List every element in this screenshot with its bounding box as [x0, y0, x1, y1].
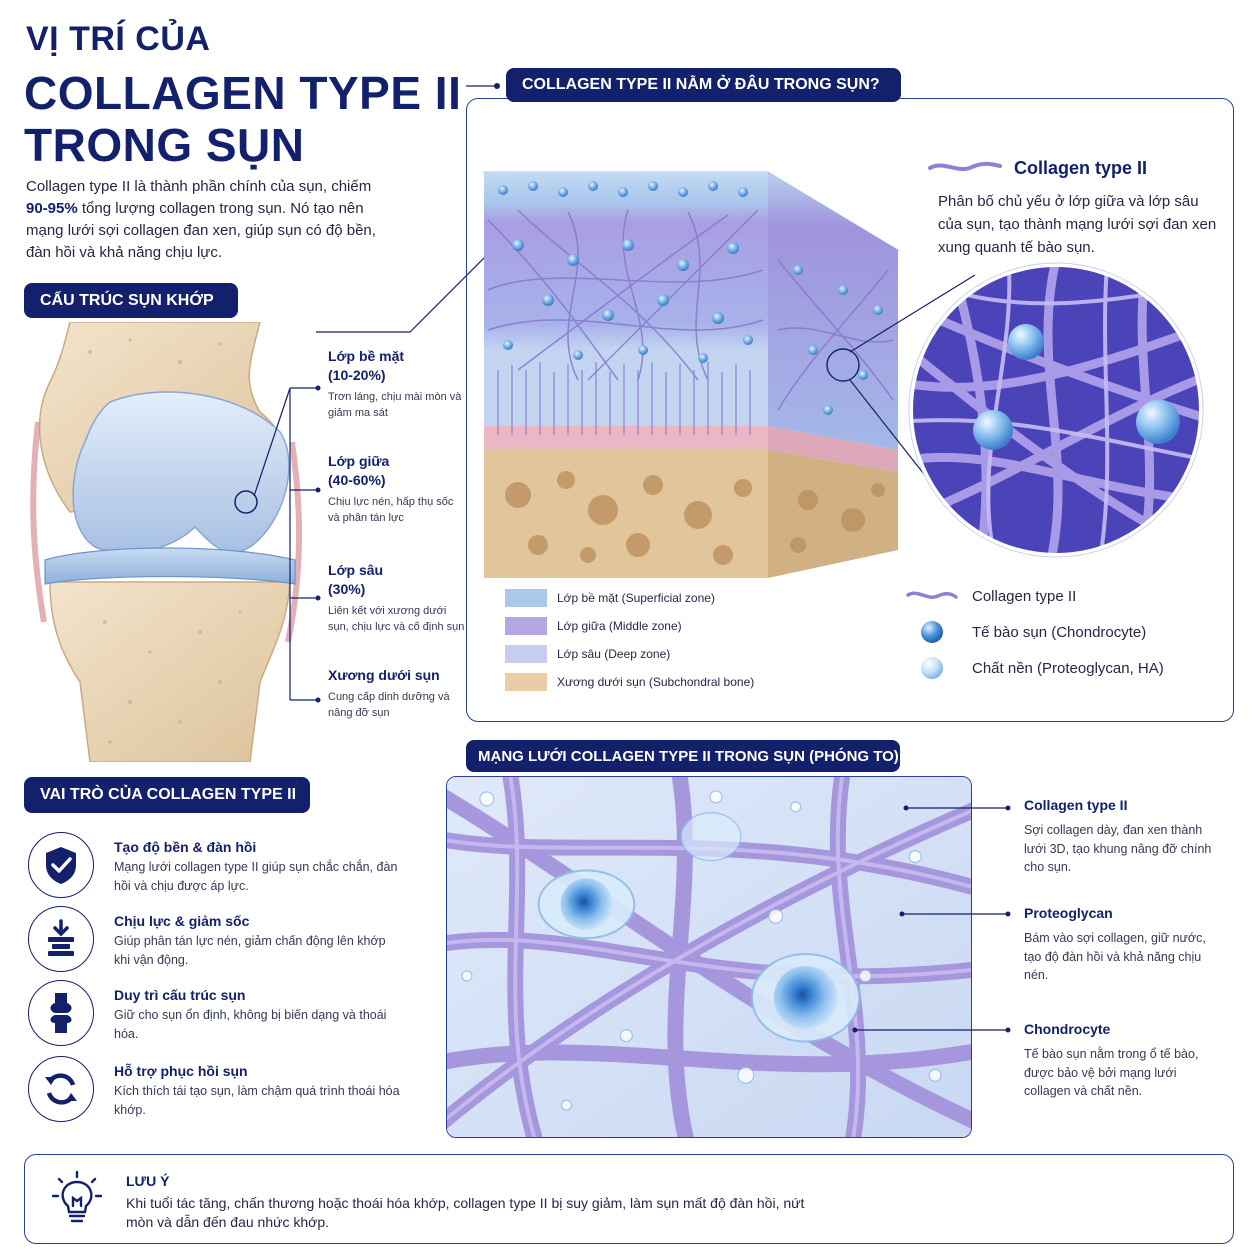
cartilage-block-illustration [482, 152, 900, 578]
layer-deep-title: Lớp sâu [328, 562, 384, 578]
role-title: Hỗ trợ phục hồi sụn [114, 1063, 248, 1079]
note-box [24, 1154, 1234, 1244]
zone-legend-item: Lớp giữa (Middle zone) [505, 612, 754, 640]
zone-swatch-middle [505, 617, 547, 635]
layer-middle: Lớp giữa (40-60%) Chịu lực nén, hấp thụ … [328, 452, 468, 526]
zone-label-deep: Lớp sâu (Deep zone) [557, 647, 671, 661]
layer-superficial: Lớp bề mặt (10-20%) Trơn láng, chịu mài … [328, 347, 468, 421]
roles-heading: VAI TRÒ CỦA COLLAGEN TYPE II [24, 777, 310, 813]
role-desc: Kích thích tái tạo sụn, làm chậm quá trì… [114, 1084, 400, 1117]
component-label-matrix: Chất nền (Proteoglycan, HA) [972, 659, 1164, 677]
note-text: Khi tuổi tác tăng, chấn thương hoặc thoá… [126, 1195, 805, 1230]
knee-illustration [30, 322, 303, 762]
layer-superficial-percent: (10-20%) [328, 367, 386, 383]
title-line-3: TRONG SỤN [24, 119, 305, 171]
network-label-chondrocyte: Chondrocyte Tế bào sụn nằm trong ổ tế bà… [1024, 1020, 1224, 1101]
intro-bold: 90-95% [26, 200, 78, 217]
role-desc: Mạng lưới collagen type II giúp sụn chắc… [114, 860, 398, 893]
layer-superficial-title: Lớp bề mặt [328, 348, 405, 364]
component-label-collagen: Collagen type II [972, 587, 1077, 605]
intro-part-1: Collagen type II là thành phần chính của… [26, 178, 372, 195]
network-label-title: Chondrocyte [1024, 1021, 1111, 1037]
zone-label-bone: Xương dưới sụn (Subchondral bone) [557, 675, 755, 689]
role-item: Duy trì cấu trúc sụn Giữ cho sụn ổn định… [28, 980, 404, 1046]
zone-swatch-bone [505, 673, 547, 691]
zone-label-superficial: Lớp bề mặt (Superficial zone) [557, 591, 715, 605]
chondrocyte-icon [921, 621, 943, 643]
fiber-icon [906, 591, 958, 599]
zone-legend-item: Xương dưới sụn (Subchondral bone) [505, 668, 754, 696]
component-label-chondrocyte: Tế bào sụn (Chondrocyte) [972, 623, 1147, 641]
role-desc: Giữ cho sụn ổn định, không bị biến dạng … [114, 1008, 387, 1041]
zone-swatch-superficial [505, 589, 547, 607]
location-heading: COLLAGEN TYPE II NẰM Ở ĐÂU TRONG SỤN? [506, 68, 901, 102]
intro-text: Collagen type II là thành phần chính của… [26, 176, 396, 264]
network-label-desc: Bám vào sợi collagen, giữ nước, tạo độ đ… [1024, 931, 1206, 982]
structure-heading: CẤU TRÚC SỤN KHỚP [24, 283, 238, 318]
layer-deep: Lớp sâu (30%) Liên kết với xương dưới sụ… [328, 561, 468, 635]
zone-legend-item: Lớp sâu (Deep zone) [505, 640, 754, 668]
component-legend: Collagen type II Tế bào sụn (Chondrocyte… [906, 578, 1164, 686]
compression-icon [28, 906, 94, 972]
intro-part-2: tổng lượng collagen trong sụn. Nó tạo nê… [26, 200, 376, 261]
component-legend-item: Chất nền (Proteoglycan, HA) [906, 650, 1164, 686]
fiber-icon [928, 161, 1002, 171]
role-item: Hỗ trợ phục hồi sụn Kích thích tái tạo s… [28, 1056, 404, 1122]
joint-icon [28, 980, 94, 1046]
network-label-collagen: Collagen type II Sợi collagen dày, đan x… [1024, 796, 1224, 877]
lightbulb-icon [51, 1170, 103, 1223]
zone-legend-item: Lớp bề mặt (Superficial zone) [505, 584, 754, 612]
callout-title: Collagen type II [1014, 158, 1148, 178]
role-item: Chịu lực & giảm sốc Giúp phân tán lực né… [28, 906, 404, 972]
layer-deep-percent: (30%) [328, 581, 366, 597]
network-label-title: Collagen type II [1024, 797, 1128, 813]
network-label-proteoglycan: Proteoglycan Bám vào sợi collagen, giữ n… [1024, 904, 1224, 985]
zone-swatch-deep [505, 645, 547, 663]
role-title: Duy trì cấu trúc sụn [114, 987, 246, 1003]
component-legend-item: Collagen type II [906, 578, 1164, 614]
network-label-title: Proteoglycan [1024, 905, 1113, 921]
shield-check-icon [28, 832, 94, 898]
zone-legend: Lớp bề mặt (Superficial zone) Lớp giữa (… [505, 584, 754, 696]
role-desc: Giúp phân tán lực nén, giảm chấn động lê… [114, 934, 386, 967]
network-label-desc: Tế bào sụn nằm trong ổ tế bào, được bảo … [1024, 1047, 1199, 1098]
role-title: Chịu lực & giảm sốc [114, 913, 250, 929]
collagen-network-illustration [446, 776, 972, 1138]
refresh-icon [28, 1056, 94, 1122]
layer-superficial-desc: Trơn láng, chịu mài mòn và giảm ma sát [328, 391, 462, 419]
role-title: Tạo độ bền & đàn hồi [114, 839, 257, 855]
zone-label-middle: Lớp giữa (Middle zone) [557, 619, 682, 633]
layer-subchondral-title: Xương dưới sụn [328, 667, 440, 683]
network-heading: MẠNG LƯỚI COLLAGEN TYPE II TRONG SỤN (PH… [466, 740, 900, 772]
layer-subchondral: Xương dưới sụn Cung cấp dinh dưỡng và nâ… [328, 666, 468, 721]
note-title: LƯU Ý [126, 1173, 170, 1189]
layer-middle-percent: (40-60%) [328, 472, 386, 488]
layer-subchondral-desc: Cung cấp dinh dưỡng và nâng đỡ sụn [328, 691, 450, 719]
layer-middle-desc: Chịu lực nén, hấp thụ sốc và phân tán lự… [328, 496, 454, 524]
role-item: Tạo độ bền & đàn hồi Mạng lưới collagen … [28, 832, 404, 898]
network-label-desc: Sợi collagen dày, đan xen thành lưới 3D,… [1024, 823, 1212, 874]
layer-middle-title: Lớp giữa [328, 453, 390, 469]
title-line-2: COLLAGEN TYPE II [24, 67, 462, 119]
matrix-icon [921, 657, 943, 679]
title-line-1: VỊ TRÍ CỦA [26, 20, 211, 58]
callout-desc: Phân bố chủ yếu ở lớp giữa và lớp sâu củ… [938, 193, 1217, 256]
fiber-zoom-circle [908, 262, 1204, 558]
layer-deep-desc: Liên kết với xương dưới sụn, chịu lực và… [328, 605, 465, 633]
component-legend-item: Tế bào sụn (Chondrocyte) [906, 614, 1164, 650]
